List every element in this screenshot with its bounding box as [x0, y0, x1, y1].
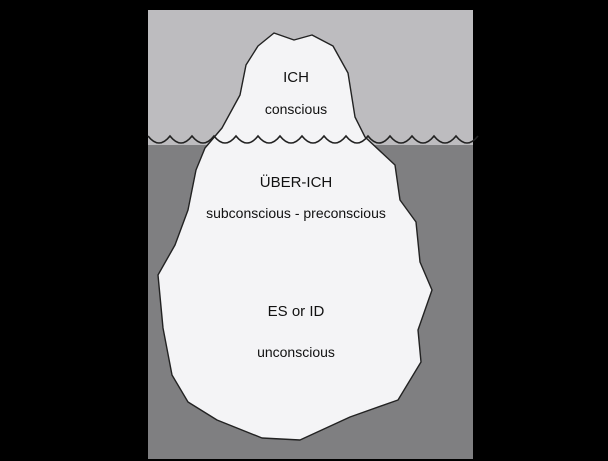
layer-es-description: unconscious [257, 344, 335, 360]
layer-ueber-ich-description: subconscious - preconscious [206, 205, 386, 221]
layer-ueber-ich-name: ÜBER-ICH [260, 173, 333, 191]
layer-ich-name: ICH [283, 69, 309, 86]
layer-es-name: ES or ID [268, 303, 325, 320]
layer-ich-description: conscious [265, 101, 327, 117]
